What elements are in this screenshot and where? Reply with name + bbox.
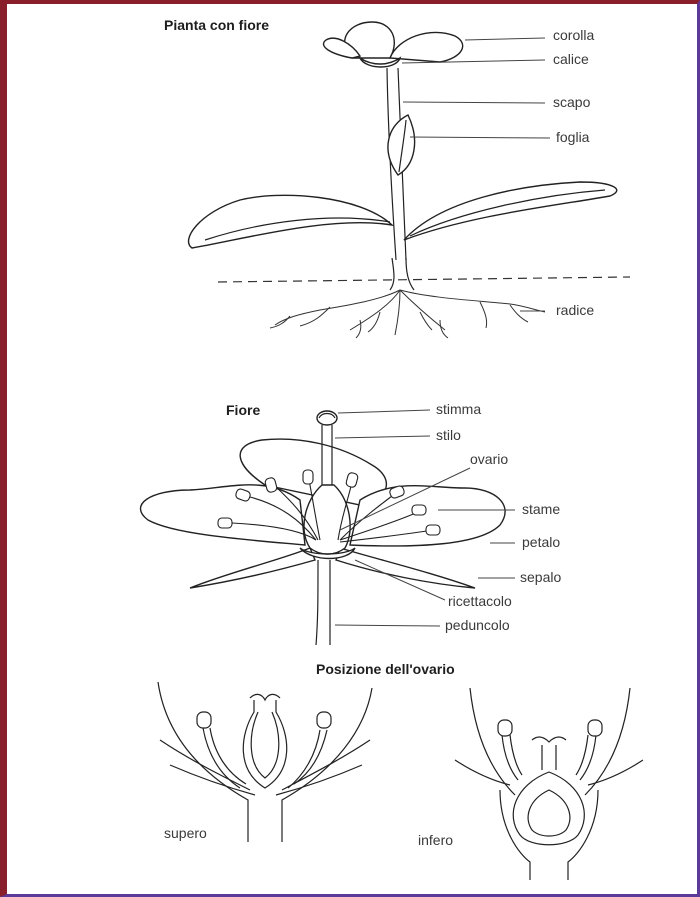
label-calice: calice [553,51,589,67]
label-ricettacolo: ricettacolo [448,593,512,609]
label-sepalo: sepalo [520,569,561,585]
label-corolla: corolla [553,27,594,43]
inferior-ovary-illustration [455,688,643,880]
superior-ovary-illustration [158,682,372,842]
ovary-position-title: Posizione dell'ovario [316,661,455,677]
label-stilo: stilo [436,427,461,443]
label-petalo: petalo [522,534,560,550]
flower-title: Fiore [226,402,260,418]
plant-title: Pianta con fiore [164,17,269,33]
label-peduncolo: peduncolo [445,617,510,633]
label-scapo: scapo [553,94,591,110]
label-radice: radice [556,302,594,318]
flower-illustration [140,411,505,645]
label-foglia: foglia [556,129,590,145]
label-stame: stame [522,501,560,517]
label-infero: infero [418,832,453,848]
roots [270,290,545,338]
plant-illustration [189,22,630,338]
label-ovario: ovario [470,451,508,467]
label-supero: supero [164,825,207,841]
label-stimma: stimma [436,401,481,417]
